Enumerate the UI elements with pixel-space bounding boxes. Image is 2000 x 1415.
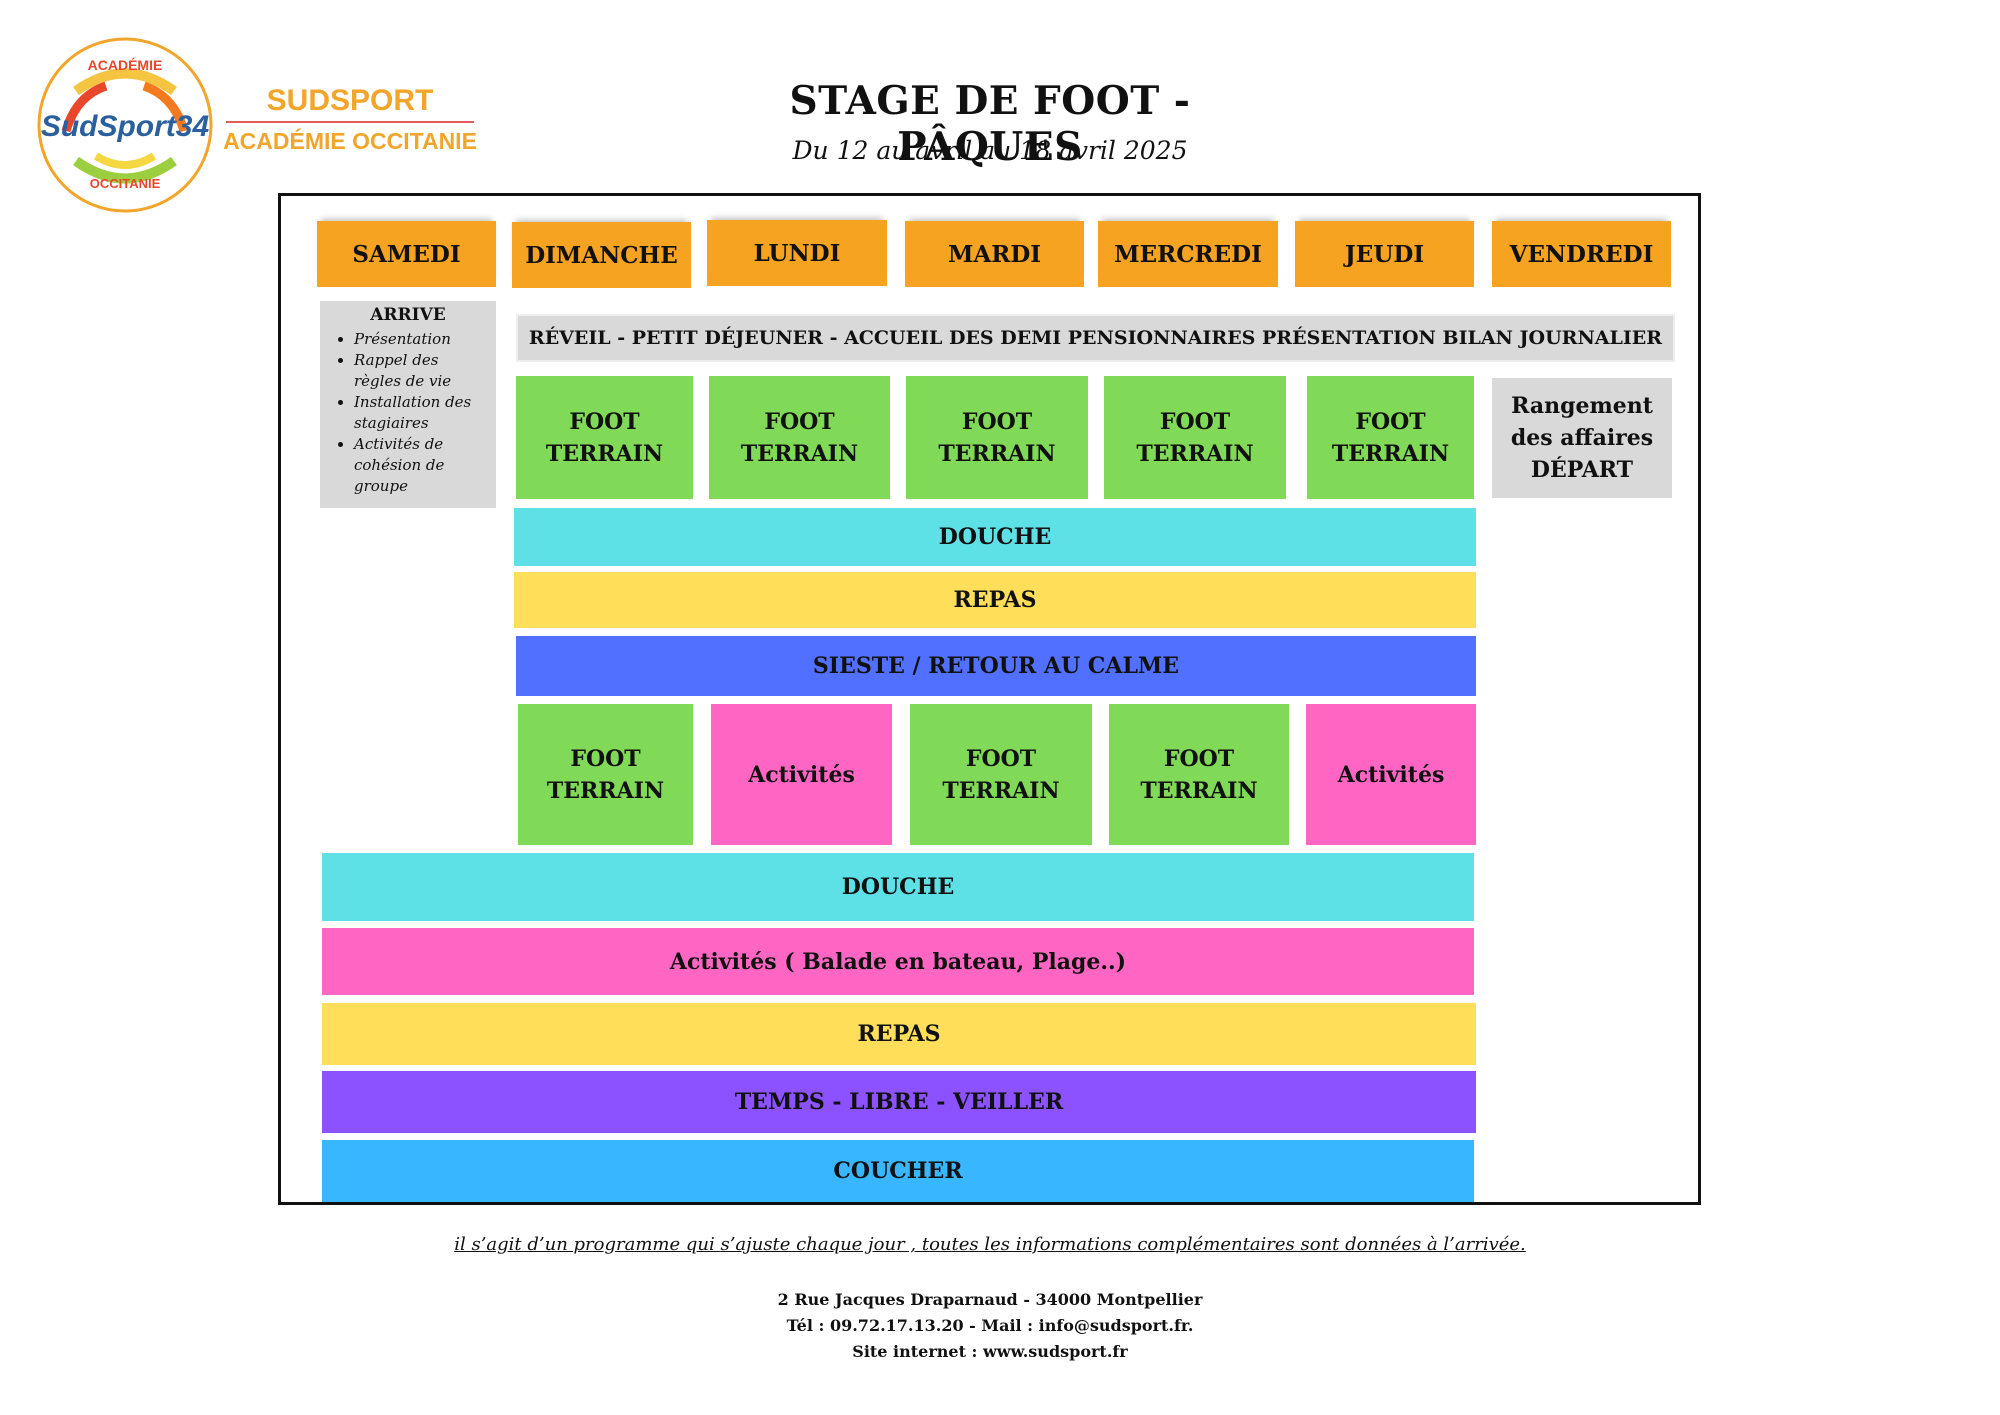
slot-line2: TERRAIN — [1331, 440, 1450, 467]
day-header-lundi: LUNDI — [707, 220, 887, 286]
day-header-jeudi: JEUDI — [1295, 221, 1474, 287]
morning-slot-jeudi: FOOT TERRAIN — [1307, 376, 1474, 499]
coucher-bar: COUCHER — [322, 1140, 1474, 1202]
arrive-title: ARRIVE — [370, 305, 446, 325]
footer-address: 2 Rue Jacques Draparnaud - 34000 Montpel… — [777, 1290, 1203, 1309]
arrive-item: Installation des stagiaires — [354, 392, 490, 434]
afternoon-slot-jeudi: Activités — [1306, 704, 1476, 845]
sieste-bar: SIESTE / RETOUR AU CALME — [516, 636, 1476, 696]
departure-box: Rangement des affaires DÉPART — [1492, 378, 1672, 498]
arrive-item: Rappel des règles de vie — [354, 350, 490, 392]
afternoon-slot-mardi: FOOT TERRAIN — [910, 704, 1092, 845]
slot-line2: TERRAIN — [546, 777, 665, 804]
departure-line2: des affaires — [1510, 425, 1654, 451]
footer-contact: Tél : 09.72.17.13.20 - Mail : info@sudsp… — [786, 1316, 1194, 1335]
page-subtitle: Du 12 au avril au 18 avril 2025 — [792, 136, 1188, 165]
footer-website: Site internet : www.sudsport.fr — [852, 1342, 1128, 1361]
sudsport-logo: ACADÉMIE SudSport34 OCCITANIE — [36, 36, 214, 214]
afternoon-slot-mercredi: FOOT TERRAIN — [1109, 704, 1289, 845]
logo-top-text: ACADÉMIE — [88, 57, 163, 73]
arrive-item: Activités de cohésion de groupe — [354, 434, 490, 497]
arrive-list: Présentation Rappel des règles de vie In… — [326, 329, 490, 497]
evening-activities-bar: Activités ( Balade en bateau, Plage..) — [322, 928, 1474, 995]
day-header-mercredi: MERCREDI — [1098, 221, 1278, 287]
brand-divider — [226, 121, 474, 123]
douche-bar-evening: DOUCHE — [322, 853, 1474, 921]
morning-slot-mercredi: FOOT TERRAIN — [1104, 376, 1286, 499]
slot-line1: FOOT — [965, 745, 1037, 772]
day-header-vendredi: VENDREDI — [1492, 221, 1671, 287]
afternoon-slot-dimanche: FOOT TERRAIN — [518, 704, 693, 845]
departure-line3: DÉPART — [1530, 457, 1634, 483]
slot-line1: FOOT — [1159, 408, 1231, 435]
slot-line1: FOOT — [1355, 408, 1426, 435]
page-title: STAGE DE FOOT - PÂQUES — [789, 78, 1191, 170]
slot-line1: FOOT — [569, 408, 640, 435]
logo-main-text: SudSport34 — [41, 110, 210, 143]
slot-line2: TERRAIN — [1136, 440, 1254, 467]
arrive-item: Présentation — [354, 329, 490, 350]
slot-line2: TERRAIN — [938, 440, 1056, 467]
slot-line1: FOOT — [1163, 745, 1235, 772]
morning-slot-dimanche: FOOT TERRAIN — [516, 376, 693, 499]
day-header-dimanche: DIMANCHE — [512, 222, 691, 288]
slot-line1: Activités — [1337, 761, 1445, 788]
slot-line1: Activités — [748, 761, 855, 788]
wake-breakfast-bar: RÉVEIL - PETIT DÉJEUNER - ACCUEIL DES DE… — [516, 314, 1675, 362]
footer-note: il s’agit d’un programme qui s’ajuste ch… — [454, 1234, 1526, 1255]
repas-bar-midday: REPAS — [514, 572, 1476, 628]
slot-line2: TERRAIN — [1140, 777, 1258, 804]
departure-line1: Rangement — [1511, 393, 1653, 419]
slot-line2: TERRAIN — [545, 440, 664, 467]
morning-slot-lundi: FOOT TERRAIN — [709, 376, 890, 499]
arrive-info-box: ARRIVE Présentation Rappel des règles de… — [320, 301, 496, 508]
brand-subtitle: ACADÉMIE OCCITANIE — [223, 128, 477, 154]
morning-slot-mardi: FOOT TERRAIN — [906, 376, 1088, 499]
slot-line1: FOOT — [764, 408, 835, 435]
douche-bar-midday: DOUCHE — [514, 508, 1476, 566]
slot-line1: FOOT — [961, 408, 1033, 435]
repas-bar-evening: REPAS — [322, 1003, 1476, 1065]
logo-bottom-text: OCCITANIE — [90, 176, 161, 191]
afternoon-slot-lundi: Activités — [711, 704, 892, 845]
slot-line1: FOOT — [570, 745, 641, 772]
day-header-mardi: MARDI — [905, 221, 1084, 287]
temps-libre-bar: TEMPS - LIBRE - VEILLER — [322, 1071, 1476, 1133]
brand-name: SUDSPORT — [266, 84, 434, 117]
slot-line2: TERRAIN — [942, 777, 1060, 804]
day-header-samedi: SAMEDI — [317, 221, 496, 287]
slot-line2: TERRAIN — [740, 440, 859, 467]
